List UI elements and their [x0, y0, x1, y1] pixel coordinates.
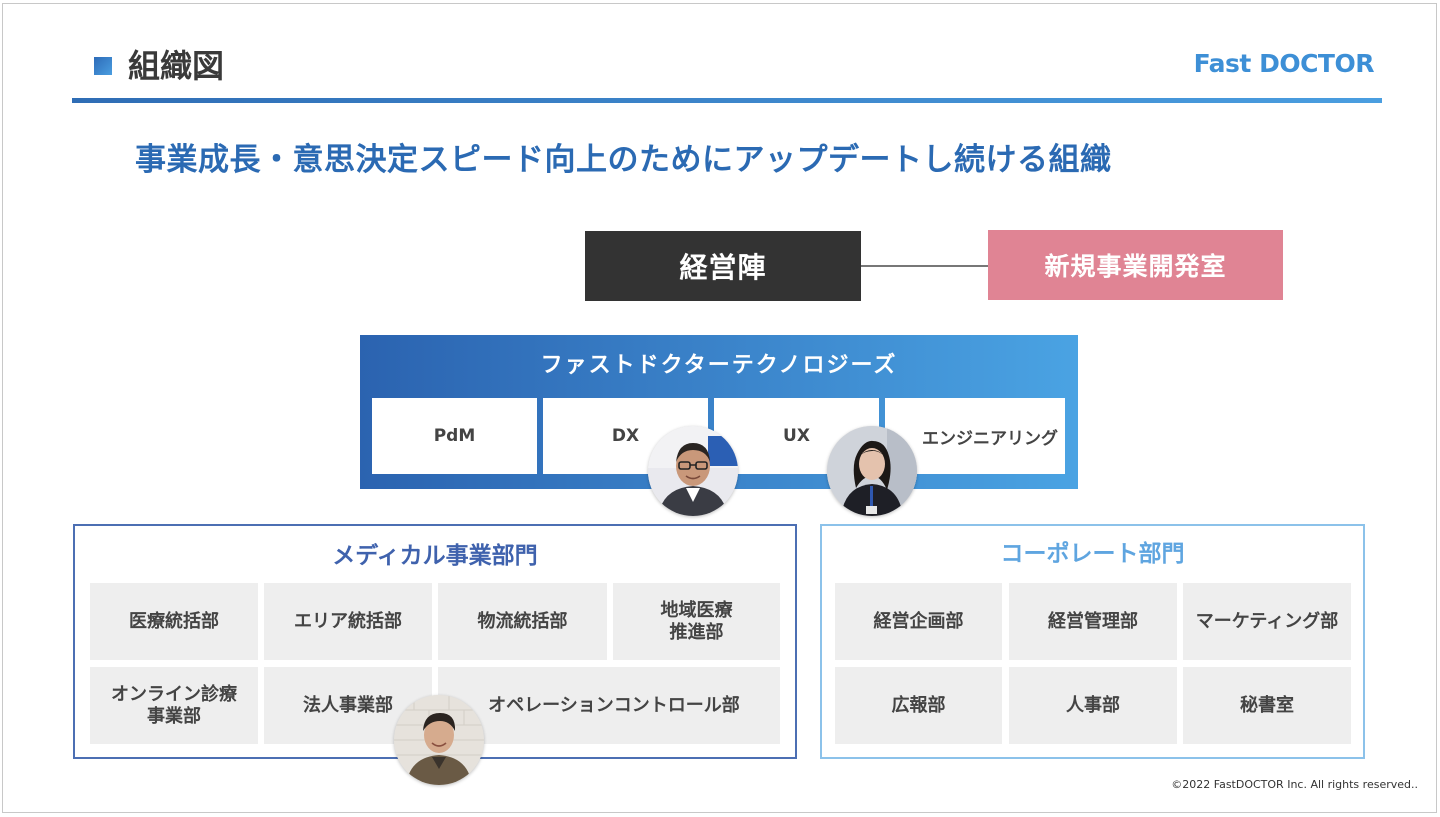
person-photo-glasses-man-icon: [648, 426, 738, 516]
tech-team-pdm: PdM: [372, 398, 537, 474]
dept-hr: 人事部: [1009, 667, 1177, 744]
new-business-box: 新規事業開発室: [988, 230, 1283, 300]
copyright-notice: ©2022 FastDOCTOR Inc. All rights reserve…: [1100, 778, 1418, 791]
dept-medical-general: 医療統括部: [90, 583, 258, 660]
medical-division-title: メディカル事業部門: [73, 538, 797, 574]
company-logo: Fast DOCTOR: [1190, 46, 1374, 82]
title-marker-icon: [94, 57, 112, 75]
dept-online-medical: オンライン診療 事業部: [90, 667, 258, 744]
dept-pr: 広報部: [835, 667, 1002, 744]
dept-operation-control: オペレーションコントロール部: [438, 667, 780, 744]
page-subtitle: 事業成長・意思決定スピード向上のためにアップデートし続ける組織: [135, 138, 1112, 182]
exec-newbiz-connector: [861, 265, 988, 267]
person-photo-man-icon: [394, 695, 484, 785]
corporate-division-title: コーポレート部門: [820, 536, 1365, 572]
dept-area-general: エリア統括部: [264, 583, 432, 660]
executive-box: 経営陣: [585, 231, 861, 301]
dept-management: 経営管理部: [1009, 583, 1177, 660]
dept-regional-medical: 地域医療 推進部: [613, 583, 780, 660]
page-title: 組織図: [128, 44, 224, 88]
dept-corporate-planning: 経営企画部: [835, 583, 1002, 660]
dept-secretary: 秘書室: [1183, 667, 1351, 744]
person-photo-woman-icon: [827, 426, 917, 516]
dept-logistics: 物流統括部: [438, 583, 607, 660]
header-divider: [72, 98, 1382, 103]
tech-group-title: ファストドクターテクノロジーズ: [360, 348, 1078, 384]
dept-marketing: マーケティング部: [1183, 583, 1351, 660]
